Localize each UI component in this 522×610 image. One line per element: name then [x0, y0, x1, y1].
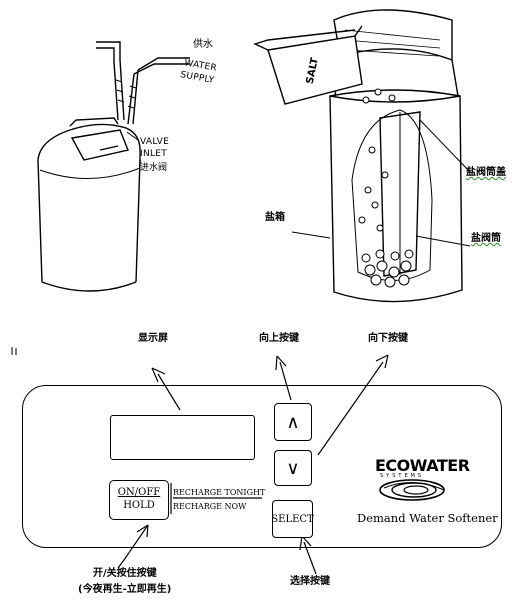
corner-mark	[11, 347, 17, 355]
valve-inlet-label-en-1: VALVE	[140, 137, 170, 147]
brine-well-cap-label: 盐阀筒盖	[466, 167, 506, 178]
up-arrow-icon: ∧	[286, 411, 300, 433]
onoff-key-label: 开/关按住按键	[93, 568, 157, 579]
select-button-label: SELECT	[271, 513, 314, 525]
hold-label: HOLD	[123, 499, 155, 511]
select-button[interactable]: SELECT	[271, 500, 314, 538]
recharge-now-label: RECHARGE NOW	[173, 502, 247, 511]
water-supply-label-cn: 供水	[193, 39, 213, 50]
display-screen	[110, 415, 255, 460]
up-button[interactable]: ∧	[274, 403, 312, 441]
recharge-tonight-label: RECHARGE TONIGHT	[173, 488, 266, 497]
salt-pebbles	[358, 88, 414, 288]
brine-tank-label: 盐箱	[265, 212, 285, 223]
valve-inlet-label-cn: 进水阀	[140, 163, 168, 173]
ecowater-swirl-logo	[379, 479, 445, 501]
down-key-label: 向下按键	[368, 333, 408, 344]
onoff-hold-button[interactable]: ON/OFF HOLD	[109, 480, 169, 520]
display-label: 显示屏	[138, 333, 168, 344]
onoff-label: ON/OFF	[117, 487, 161, 498]
brine-tank-drawing	[253, 9, 471, 303]
softener-tank-drawing	[37, 41, 190, 292]
ecowater-logo-subtext: SYSTEMS	[380, 473, 425, 479]
brine-well-label: 盐阀筒	[471, 233, 501, 244]
up-key-label: 向上按键	[259, 333, 299, 344]
down-button[interactable]: ∨	[274, 450, 312, 486]
control-panel	[22, 385, 502, 548]
ecowater-logo-text: ECOWATER	[375, 456, 470, 475]
onoff-key-sublabel: (今夜再生-立即再生)	[78, 584, 172, 595]
valve-inlet-label-en-2: INLET	[140, 149, 168, 159]
down-arrow-icon: ∨	[286, 457, 300, 479]
product-name: Demand Water Softener	[357, 511, 498, 525]
select-key-label: 选择按键	[290, 576, 330, 587]
